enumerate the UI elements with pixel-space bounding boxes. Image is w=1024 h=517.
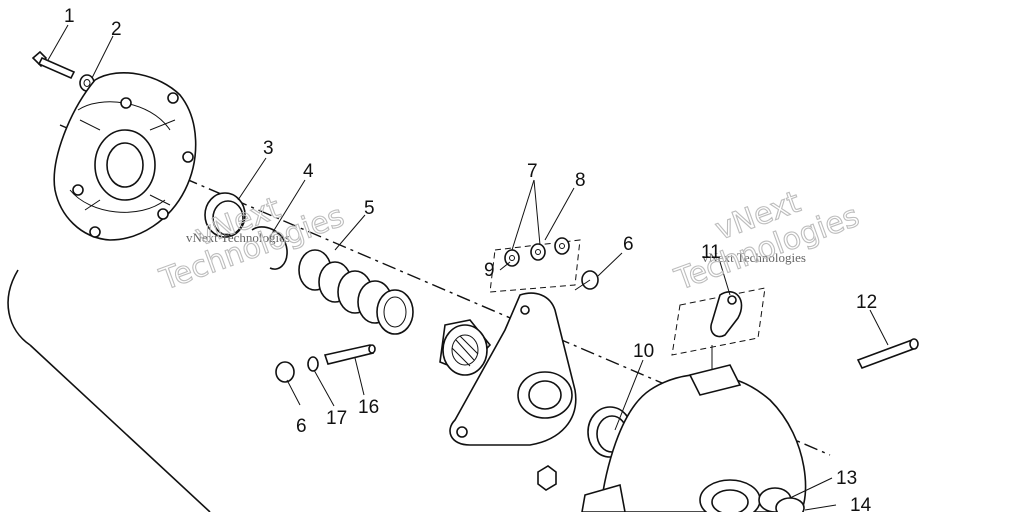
drum-outline <box>7 269 211 513</box>
callout-label: 11 <box>701 242 721 263</box>
moveable-sheave-part <box>581 364 807 517</box>
nut-part <box>537 465 557 491</box>
callout-label: 8 <box>575 170 586 191</box>
callout-label: 10 <box>633 341 654 362</box>
callout-label: 7 <box>527 161 538 182</box>
spring-part <box>298 249 414 335</box>
callout-label: 5 <box>364 198 375 219</box>
callout-labels: 1 2 3 4 5 7 8 9 6 10 11 12 13 14 6 17 16 <box>64 6 877 516</box>
pin-part <box>856 338 919 369</box>
leader-lines <box>47 24 889 511</box>
callout-label: 16 <box>358 397 379 418</box>
cover-plate-part <box>53 72 197 241</box>
button-part-lower <box>275 361 295 383</box>
button-part-upper <box>574 270 599 291</box>
roller-pin-part <box>323 344 376 365</box>
spider-bracket-part <box>449 292 577 446</box>
roller-set-part <box>489 237 581 293</box>
o-ring-part <box>307 356 319 372</box>
callout-label: 6 <box>296 416 307 437</box>
callout-label: 3 <box>263 138 274 159</box>
callout-label: 1 <box>64 6 75 27</box>
callout-label: 12 <box>856 292 877 313</box>
snap-ring-part <box>251 226 288 270</box>
watermark-text: vNext Technologies <box>186 230 290 245</box>
callout-label: 9 <box>484 260 495 281</box>
callout-label: 17 <box>326 408 347 429</box>
bushing-part <box>204 192 246 238</box>
bolt-part <box>31 50 76 80</box>
callout-label: 4 <box>303 161 314 182</box>
callout-label: 13 <box>836 468 857 489</box>
watermark-text: vNext Technologies <box>702 250 806 265</box>
callout-label: 14 <box>850 495 872 512</box>
cam-weight-part <box>671 287 766 375</box>
callout-label: 6 <box>623 234 634 255</box>
callout-label: 2 <box>111 19 122 40</box>
cam-cylinder-part <box>439 319 492 376</box>
watermark: vNext Technologies vNext Technologies vN… <box>154 184 864 298</box>
